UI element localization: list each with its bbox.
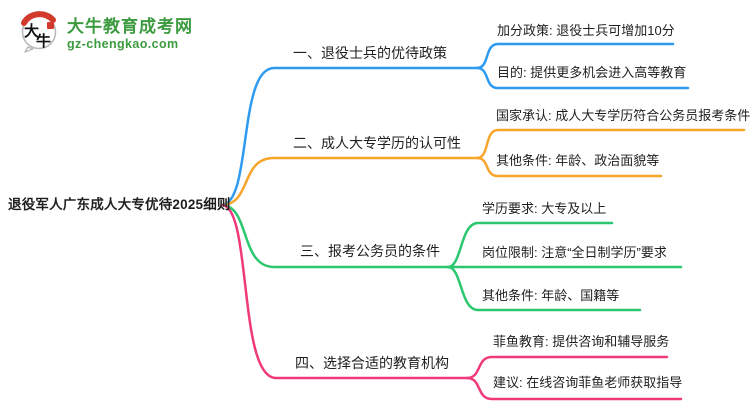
edge-branch3-child3 xyxy=(446,265,642,312)
edge-branch3-main xyxy=(220,203,450,269)
mindmap-root-node: 退役军人广东成人大专优待2025细则 xyxy=(8,197,231,212)
branch-3-child-3: 其他条件: 年龄、国籍等 xyxy=(482,288,620,303)
branch-3-child-2: 岗位限制: 注意“全日制学历”要求 xyxy=(482,245,667,260)
branch-4-child-2: 建议: 在线咨询菲鱼老师获取指导 xyxy=(493,375,683,390)
branch-3-label: 三、报考公务员的条件 xyxy=(300,243,440,259)
branch-4-label: 四、选择合适的教育机构 xyxy=(295,355,449,371)
branch-1-child-2: 目的: 提供更多机会进入高等教育 xyxy=(497,65,687,80)
svg-text:牛: 牛 xyxy=(36,32,51,50)
branch-2-child-1: 国家承认: 成人大专学历符合公务员报考条件 xyxy=(496,108,750,123)
edge-branch2-child1 xyxy=(475,128,746,160)
branch-3-child-1: 学历要求: 大专及以上 xyxy=(482,201,607,216)
edge-branch1-child2 xyxy=(475,66,690,90)
edge-branch4-child2 xyxy=(465,376,683,401)
edge-branch2-child2 xyxy=(475,156,663,178)
edge-branch4-child1 xyxy=(465,355,669,380)
edge-branch1-main xyxy=(220,66,479,207)
edge-branch1-child1 xyxy=(475,42,675,70)
branch-1-label: 一、退役士兵的优待政策 xyxy=(293,45,447,61)
daniu-logo-icon: 大 牛 xyxy=(21,11,57,53)
branch-2-label: 二、成人大专学历的认可性 xyxy=(293,135,461,151)
logo-site-url: gz-chengkao.com xyxy=(67,36,179,51)
svg-text:大: 大 xyxy=(24,22,39,40)
branch-1-child-1: 加分政策: 退役士兵可增加10分 xyxy=(497,23,675,38)
site-logo: 大 牛 大牛教育成考网 gz-chengkao.com xyxy=(18,9,193,53)
logo-text-block: 大牛教育成考网 gz-chengkao.com xyxy=(67,12,193,51)
branch-2-child-2: 其他条件: 年龄、政治面貌等 xyxy=(496,153,660,168)
edge-branch3-child1 xyxy=(446,221,614,269)
edge-branch4-main xyxy=(220,203,469,380)
edge-branch2-main xyxy=(220,156,479,207)
branch-4-child-1: 菲鱼教育: 提供咨询和辅导服务 xyxy=(493,334,670,349)
logo-site-name: 大牛教育成考网 xyxy=(67,16,193,36)
